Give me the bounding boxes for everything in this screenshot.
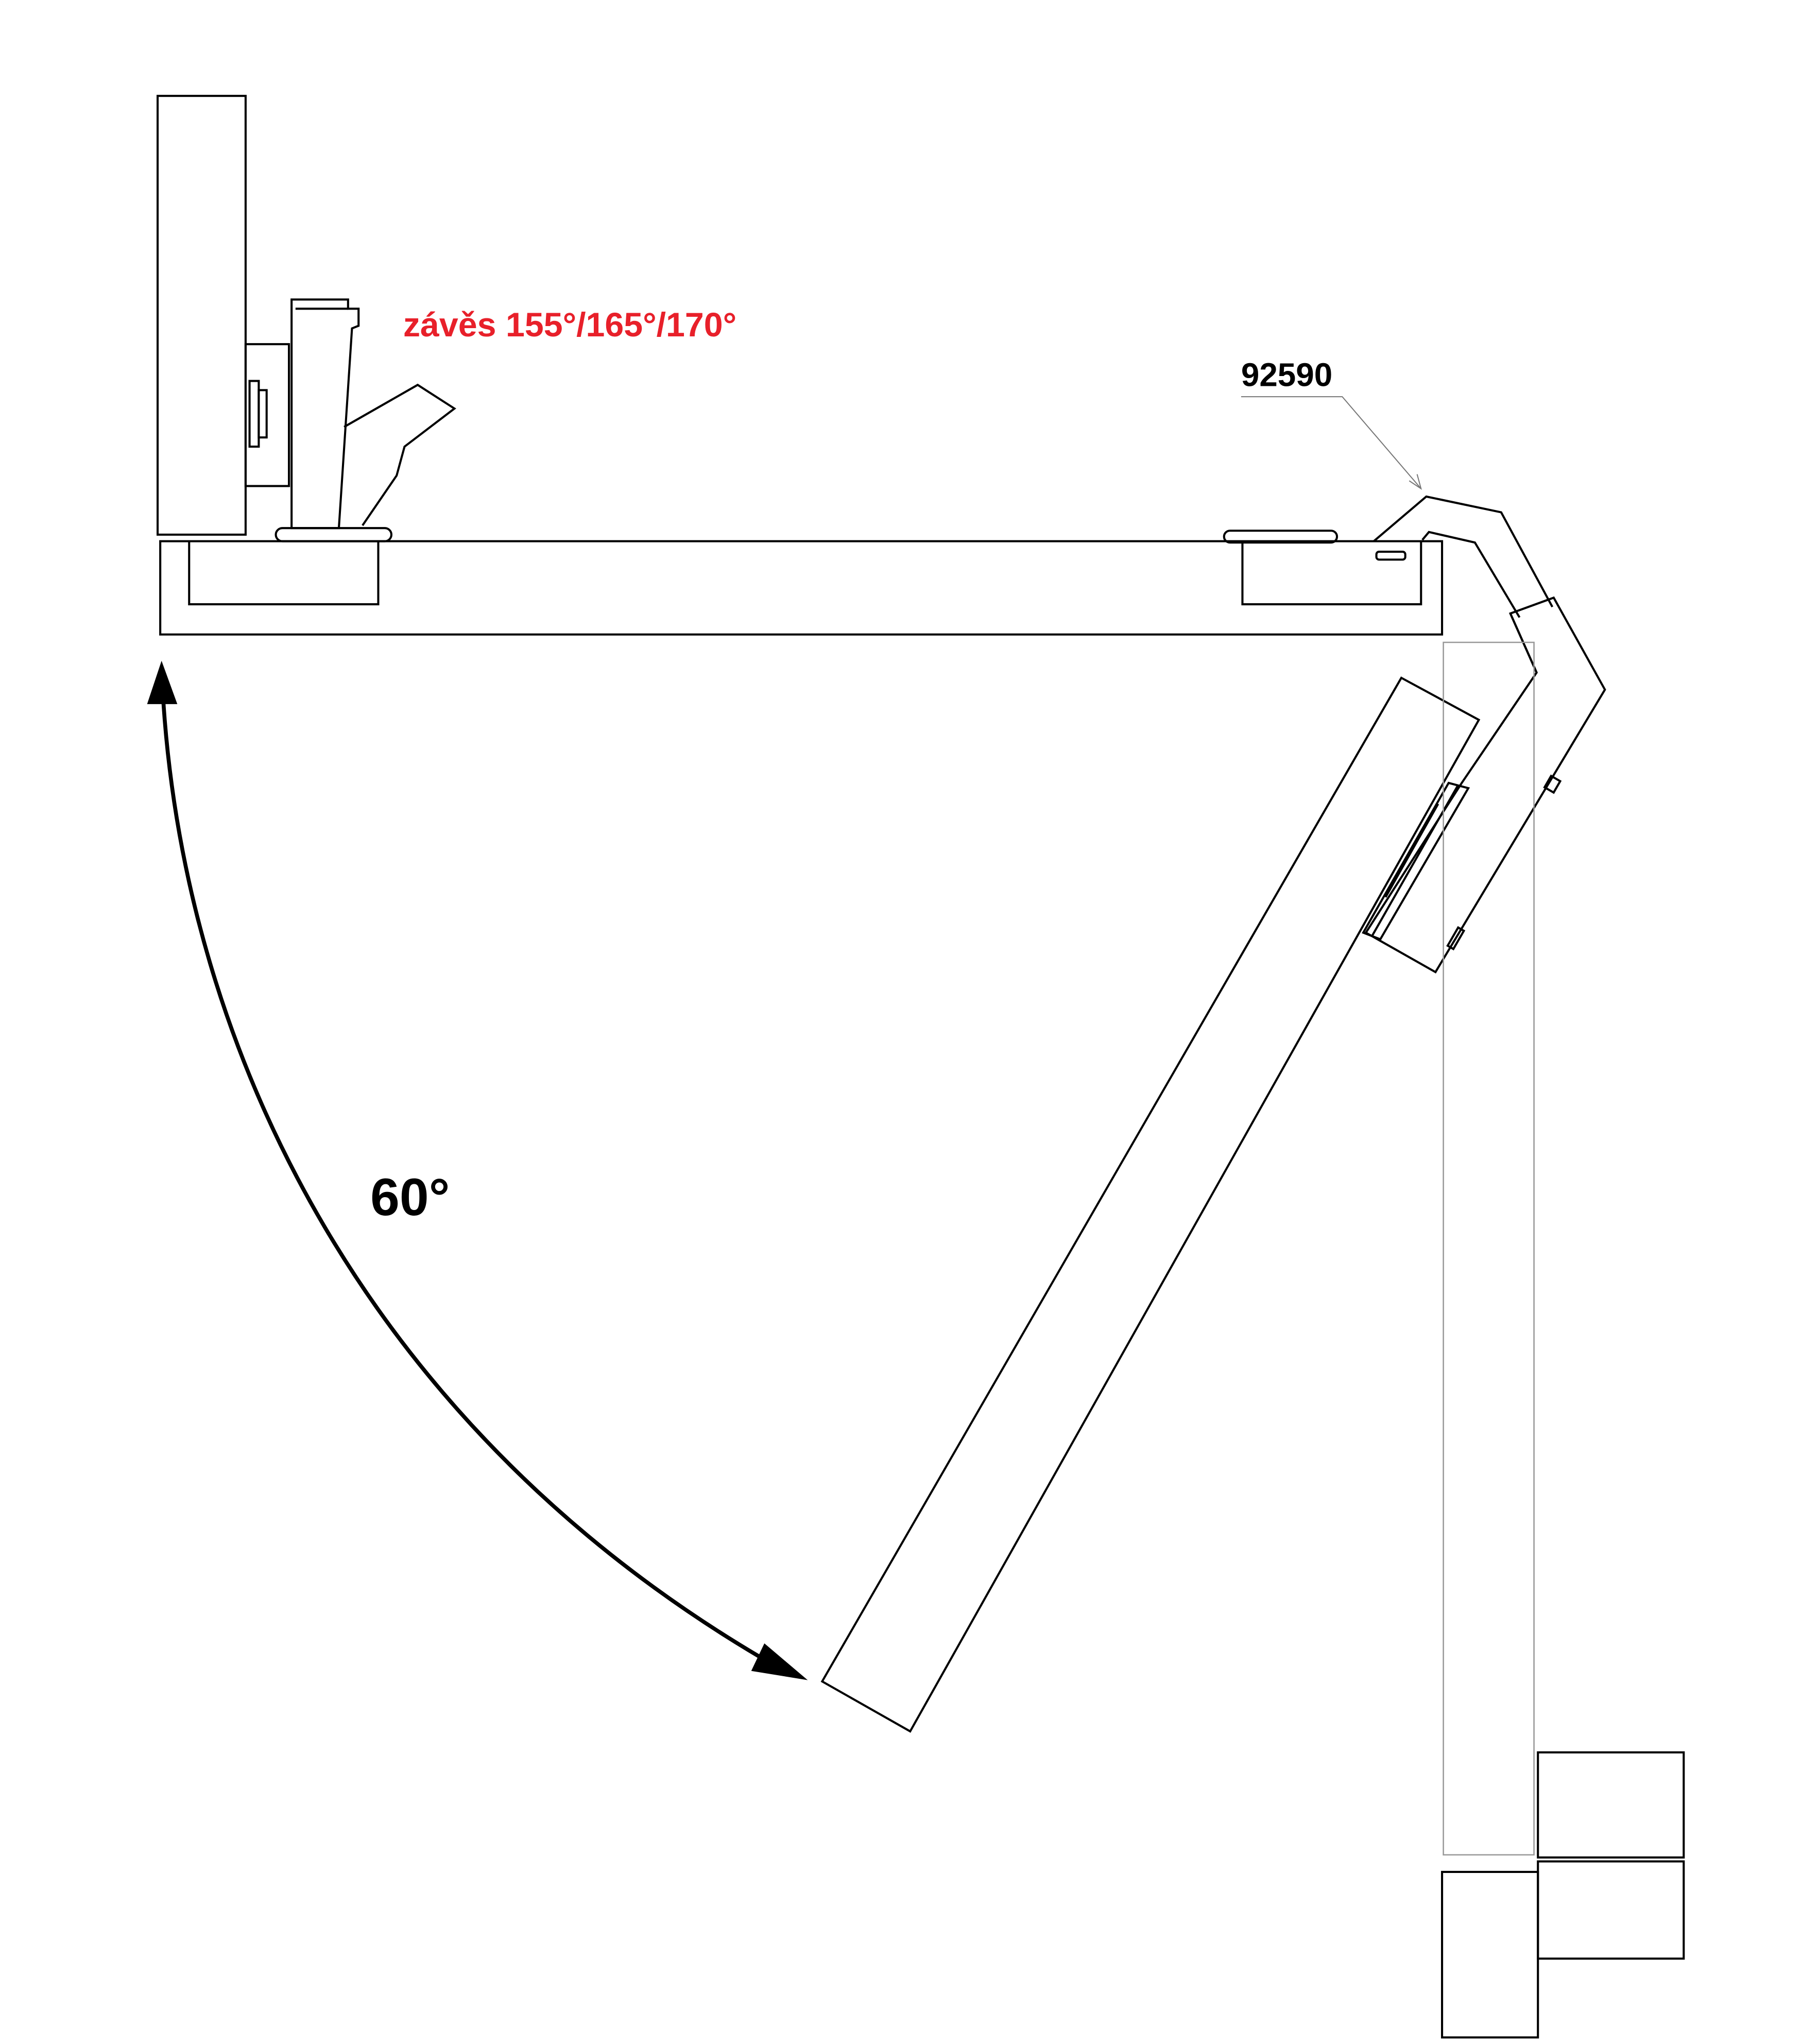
leader-line bbox=[1241, 396, 1422, 489]
leader-arrow-icon bbox=[1409, 474, 1422, 490]
carcass bbox=[159, 530, 1444, 636]
bottom-block-3 bbox=[1441, 1870, 1539, 2039]
door-closed-ghost bbox=[1443, 641, 1535, 1856]
arrowhead-up-icon bbox=[147, 660, 178, 704]
bottom-block-1 bbox=[1537, 1751, 1685, 1859]
angle-label: 60° bbox=[370, 1168, 450, 1227]
part-number-label: 92590 bbox=[1241, 356, 1332, 394]
door-open-60 bbox=[820, 676, 1481, 1733]
hinge-label: závěs 155°/165°/170° bbox=[403, 306, 736, 344]
wide-angle-hinge bbox=[244, 298, 456, 542]
hinge-92590 bbox=[1362, 495, 1606, 974]
angle-arc bbox=[147, 660, 808, 1680]
left-panel bbox=[157, 95, 247, 536]
arrowhead-down-icon bbox=[751, 1643, 808, 1680]
bottom-block-2 bbox=[1537, 1860, 1685, 1960]
